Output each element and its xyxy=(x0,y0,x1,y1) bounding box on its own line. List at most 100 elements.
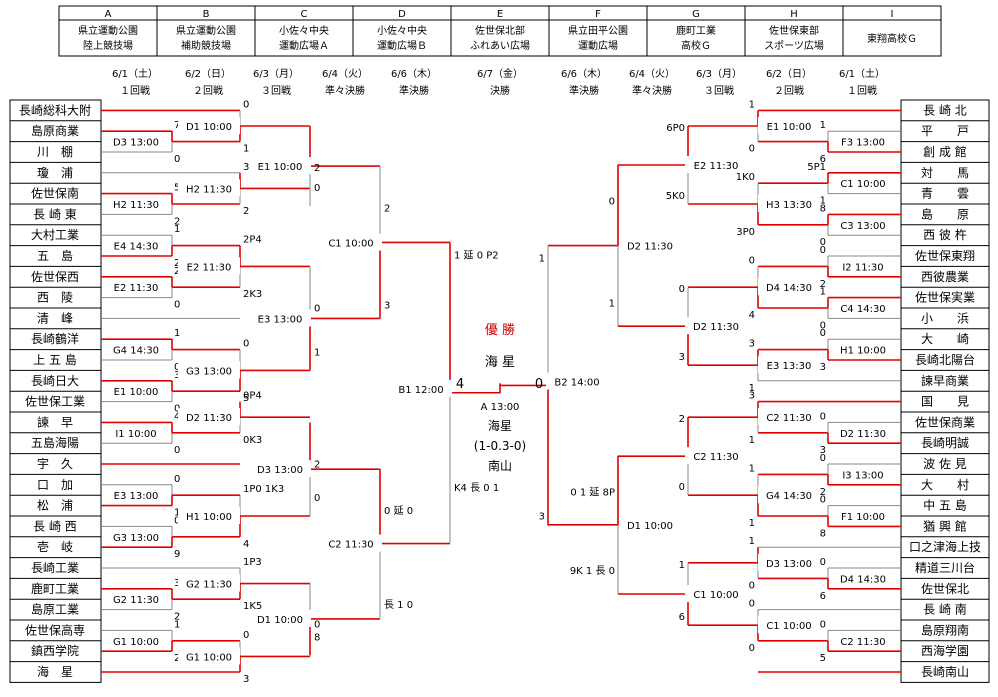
game-slot-label: H1 10:00 xyxy=(840,346,886,357)
team-name: 長崎日大 xyxy=(31,374,79,388)
final-slot: A 13:00 xyxy=(481,402,520,413)
slot-bg xyxy=(178,507,240,524)
slot-bg xyxy=(249,460,311,478)
slot-bg xyxy=(832,569,894,587)
game-slot-label: C1 10:00 xyxy=(840,179,885,190)
score-label: 4 xyxy=(243,539,249,550)
slot-bg xyxy=(619,236,681,254)
score-label: 2 xyxy=(314,163,320,174)
round-date: 6/6（木） xyxy=(391,68,437,80)
venue-name: 小佐々中央 xyxy=(377,24,427,37)
slot-bg xyxy=(758,278,820,296)
final-winner: 海星 xyxy=(488,418,512,433)
game-slot: H3 13:30 xyxy=(758,195,820,212)
game-slot: C1 10:00 xyxy=(832,174,894,192)
slot-bg xyxy=(249,157,311,175)
score-label: 3 xyxy=(174,370,180,381)
venue-name: 運動広場Ａ xyxy=(279,39,329,52)
round-name: 決勝 xyxy=(490,84,510,97)
score-label: 0 xyxy=(174,300,180,311)
round-name: ２回戦 xyxy=(193,84,223,97)
team-name: 佐世保高専 xyxy=(25,622,85,637)
game-slot: H1 10:00 xyxy=(832,340,894,358)
game-slot: C4 14:30 xyxy=(832,299,894,316)
final-left-score: 4 xyxy=(456,377,464,392)
round-name: ３回戦 xyxy=(261,84,291,97)
game-slot-label: E2 11:30 xyxy=(187,262,232,273)
score-label: 0 xyxy=(243,99,249,110)
team-name: 佐世保南 xyxy=(31,186,79,201)
slot-bg xyxy=(178,117,240,134)
score-label: 0 xyxy=(174,445,180,456)
game-slot-label: C2 11:30 xyxy=(840,637,885,648)
game-slot: G2 11:30 xyxy=(178,574,240,592)
score-label: 3 xyxy=(174,578,180,589)
game-slot-label: D1 10:00 xyxy=(257,615,303,626)
team-name: 長 崎 北 xyxy=(923,103,967,117)
slot-bg xyxy=(758,553,820,571)
game-slot: C1 10:00 xyxy=(320,233,382,251)
game-slot-label: C1 10:00 xyxy=(328,238,373,249)
game-slot: E2 11:30 xyxy=(178,257,240,275)
game-slot-label: D3 13:00 xyxy=(113,138,159,149)
team-name: 壱 岐 xyxy=(37,540,73,554)
round-date: 6/3（月） xyxy=(253,68,299,80)
score-label: 1 xyxy=(539,254,545,265)
slot-bg xyxy=(105,132,167,150)
game-slot-label: G4 14:30 xyxy=(766,491,812,502)
venue-letter: B xyxy=(203,9,210,20)
score-label: 8 xyxy=(820,528,826,539)
team-name: 西 彼 杵 xyxy=(923,227,967,242)
team-name: 鎮西学院 xyxy=(31,643,79,658)
score-label: 1 xyxy=(749,99,755,110)
team-name: 精道三川台 xyxy=(915,560,975,575)
slot-bg xyxy=(832,132,894,150)
slot-bg xyxy=(758,486,820,504)
score-label: 0 xyxy=(174,154,180,165)
game-slot: E2 11:30 xyxy=(685,156,747,173)
score-label: 3 xyxy=(243,162,249,173)
score-label: 4 xyxy=(749,310,755,321)
venue-name: 補助競技場 xyxy=(181,39,231,52)
team-name: 長崎工業 xyxy=(31,561,79,575)
team-name: 長 崎 東 xyxy=(33,207,77,221)
venue-letter: G xyxy=(692,9,700,20)
score-label: 2 xyxy=(174,258,180,269)
venue-letter: E xyxy=(497,9,503,20)
score-label: 3P0 xyxy=(736,227,755,238)
game-slot: C2 11:30 xyxy=(320,534,382,552)
score-label: 2 xyxy=(174,216,180,227)
score-label: 3 xyxy=(749,391,755,402)
score-label: 1 xyxy=(749,518,755,529)
team-name: 対 馬 xyxy=(921,166,969,180)
slot-bg xyxy=(105,590,167,608)
score-label: 0 xyxy=(314,620,320,631)
round-name: 準々決勝 xyxy=(325,84,365,97)
score-label: 0 xyxy=(820,411,826,422)
game-slot-label: D2 11:30 xyxy=(840,429,886,440)
game-slot: D4 14:30 xyxy=(758,278,820,296)
game-slot-label: F3 13:00 xyxy=(841,138,885,149)
score-label: 0 xyxy=(174,474,180,485)
slot-bg xyxy=(832,257,894,275)
slot-bg xyxy=(178,179,240,197)
score-label: 2K3 xyxy=(243,289,262,300)
slot-bg xyxy=(685,585,747,602)
team-name: 清 峰 xyxy=(37,311,73,325)
game-slot: D1 10:00 xyxy=(619,515,681,533)
slot-bg xyxy=(105,340,167,358)
venue-name: 県立運動公園 xyxy=(176,24,236,37)
score-label: 1 xyxy=(174,508,180,519)
score-label: 6 xyxy=(679,612,685,623)
score-label: 0 xyxy=(749,144,755,155)
team-name: 大 村 xyxy=(921,478,969,492)
game-slot: D2 11:30 xyxy=(178,408,240,426)
score-label: 1 xyxy=(243,144,249,155)
game-slot: E1 10:00 xyxy=(758,117,820,134)
final-right-score: 0 xyxy=(535,377,543,392)
team-name: 中 五 島 xyxy=(923,498,967,513)
slot-bg xyxy=(105,195,167,212)
team-name: 松 浦 xyxy=(37,499,73,513)
game-slot: D2 11:30 xyxy=(619,236,681,254)
round-name: ２回戦 xyxy=(774,84,804,97)
